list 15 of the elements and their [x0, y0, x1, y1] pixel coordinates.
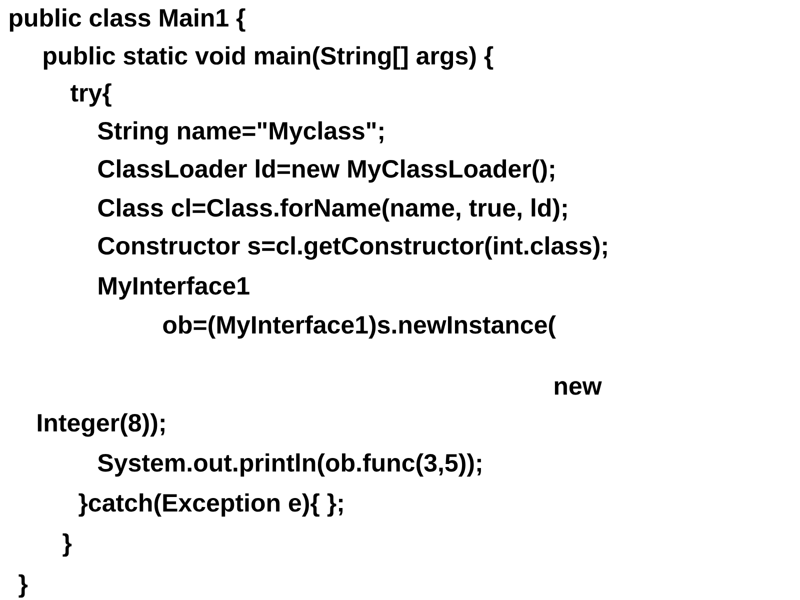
code-line: ClassLoader ld=new MyClassLoader();: [98, 159, 554, 183]
code-line: Integer(8));: [38, 413, 164, 437]
code-line: try{: [70, 83, 112, 107]
code-line: Class cl=Class.forName(name, true, ld);: [98, 198, 566, 222]
code-line: }: [62, 533, 72, 557]
code-line: public static void main(String[] args) {: [44, 46, 494, 70]
code-line: String name="Myclass";: [98, 121, 384, 145]
code-line: new: [554, 381, 602, 395]
code-line: System.out.println(ob.func(3,5));: [98, 453, 481, 477]
code-line: public class Main1 {: [10, 8, 246, 32]
code-line: ob=(MyInterface1)s.newInstance(: [163, 315, 556, 339]
code-line: MyInterface1: [98, 276, 250, 300]
code-line: }catch(Exception e){ };: [78, 493, 343, 517]
code-line: }: [18, 574, 28, 598]
code-line: Constructor s=cl.getConstructor(int.class);: [98, 236, 607, 260]
